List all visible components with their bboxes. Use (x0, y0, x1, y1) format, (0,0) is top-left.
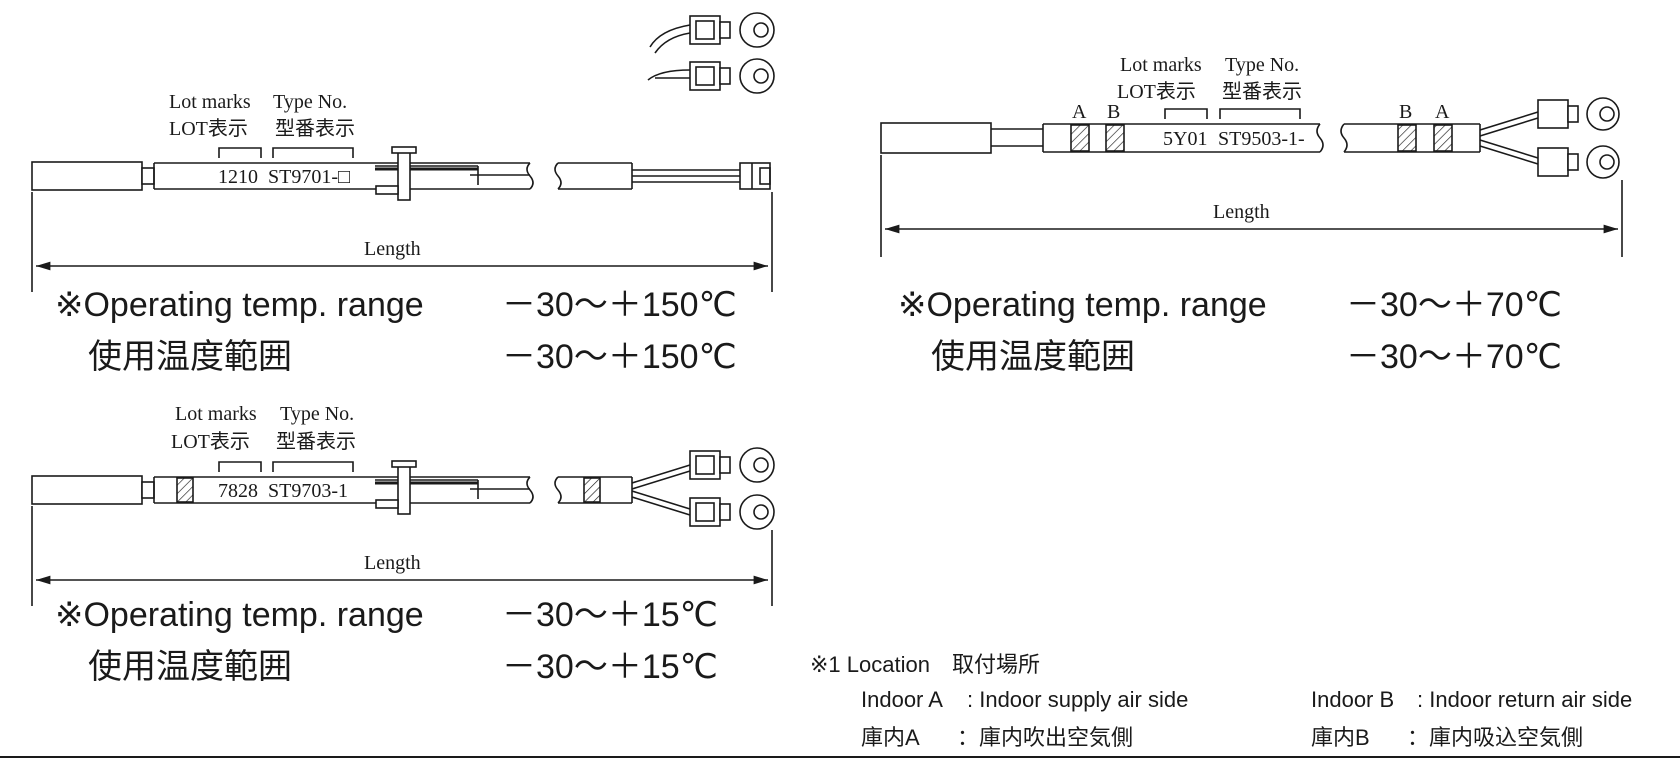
lot-marks-ja-label: LOT表示 (169, 117, 248, 140)
sensor-st9703-labels: Lot marks Type No. LOT表示 型番表示 7828 ST970… (55, 403, 718, 686)
lot-marks-ja-label: LOT表示 (171, 430, 250, 453)
sensor-st9701-drawing (31, 12, 775, 292)
hatched-mark (176, 477, 194, 503)
operating-range-value: －30～＋150℃ (502, 286, 737, 324)
indoor-a-value: : Indoor supply air side (967, 687, 1188, 712)
indoor-b-ja-key: 庫内B (1311, 725, 1370, 750)
type-value: ST9703-1 (268, 480, 348, 502)
length-label: Length (364, 238, 421, 260)
sensor-st9503-drawing (880, 97, 1623, 257)
lot-marks-label: Lot marks (169, 91, 251, 113)
operating-range-ja-value: －30～＋15℃ (502, 648, 718, 686)
hatched-mark-b (1105, 124, 1125, 152)
lot-marks-label: Lot marks (1120, 54, 1202, 76)
ring-terminals (631, 447, 775, 530)
location-title: ※1 Location 取付場所 (810, 652, 1040, 677)
type-no-label: Type No. (1225, 54, 1299, 76)
indoor-b-ja-value: ：庫内吸込空気側 (1407, 725, 1583, 750)
mark-b-far-label: B (1399, 101, 1412, 123)
type-value: ST9701-□ (268, 166, 350, 188)
probe-neck (141, 167, 155, 185)
operating-range-ja-label: 使用温度範囲 (88, 648, 292, 686)
connector-plug (739, 162, 771, 190)
type-no-ja-label: 型番表示 (1222, 80, 1302, 103)
operating-range-ja-label: 使用温度範囲 (88, 338, 292, 376)
operating-range-ja-value: －30～＋70℃ (1346, 338, 1562, 376)
hatched-mark (583, 477, 601, 503)
operating-range-label: ※Operating temp. range (55, 596, 424, 634)
sensor-st9703-drawing (31, 447, 775, 606)
lot-marks-ja-label: LOT表示 (1117, 80, 1196, 103)
lot-value: 1210 (218, 166, 258, 188)
mark-a-label: A (1072, 101, 1087, 123)
type-no-ja-label: 型番表示 (275, 117, 355, 140)
indoor-a-key: Indoor A (861, 687, 943, 712)
hatched-mark-a (1070, 124, 1090, 152)
type-no-label: Type No. (280, 403, 354, 425)
operating-range-ja-label: 使用温度範囲 (931, 338, 1135, 376)
operating-range-ja-value: －30～＋150℃ (502, 338, 737, 376)
hatched-mark-b-far (1397, 124, 1417, 152)
indoor-a-ja-key: 庫内A (861, 725, 920, 750)
lot-value: 7828 (218, 480, 258, 502)
sensor-probe (880, 122, 992, 154)
ring-terminals (1479, 97, 1620, 179)
ring-terminals (647, 12, 775, 94)
type-value: ST9503-1- (1218, 128, 1305, 150)
length-label: Length (364, 552, 421, 574)
hatched-mark-a-far (1433, 124, 1453, 152)
operating-range-label: ※Operating temp. range (898, 286, 1267, 324)
cable-clamp (397, 149, 411, 201)
length-label: Length (1213, 201, 1270, 223)
operating-range-value: －30～＋15℃ (502, 596, 718, 634)
mark-a-far-label: A (1435, 101, 1450, 123)
type-no-ja-label: 型番表示 (276, 430, 356, 453)
operating-range-value: －30～＋70℃ (1346, 286, 1562, 324)
mark-b-label: B (1107, 101, 1120, 123)
lot-value: 5Y01 (1163, 128, 1207, 150)
probe-neck (141, 481, 155, 499)
sensor-st9701-labels: Lot marks Type No. LOT表示 型番表示 1210 ST970… (55, 91, 737, 376)
sensor-st9503-labels: Lot marks Type No. LOT表示 型番表示 A B B A 5Y… (898, 54, 1562, 376)
indoor-a-ja-value: ：庫内吹出空気側 (957, 725, 1133, 750)
location-note: ※1 Location 取付場所 Indoor A : Indoor suppl… (810, 652, 1632, 750)
type-no-label: Type No. (273, 91, 347, 113)
sensor-probe (31, 475, 143, 505)
indoor-b-key: Indoor B (1311, 687, 1394, 712)
sensor-probe (31, 161, 143, 191)
operating-range-label: ※Operating temp. range (55, 286, 424, 324)
cable-clamp (397, 463, 411, 515)
indoor-b-value: : Indoor return air side (1417, 687, 1632, 712)
lot-marks-label: Lot marks (175, 403, 257, 425)
